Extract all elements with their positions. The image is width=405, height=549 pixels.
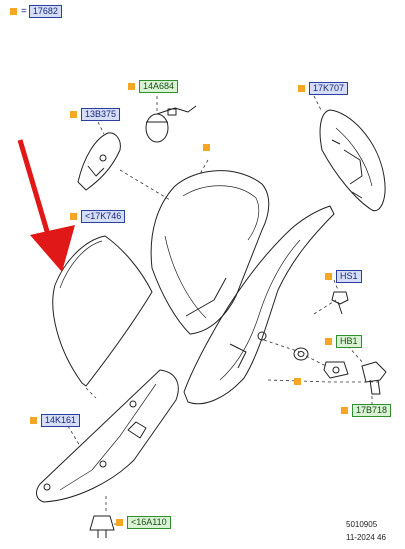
marker-square [70,110,77,118]
marker-square [341,406,348,414]
mirror-glass-part [52,235,153,387]
drawing-date: 11-2024 46 [346,533,386,542]
tag-screw-hs1[interactable]: HS1 [325,269,362,283]
tag-mirror-cap[interactable]: 17K707 [298,81,349,95]
marker-square [294,377,301,385]
legend-tag: = 17682 [10,4,62,18]
part-label: <16A110 [127,515,171,529]
screw-hs1-part [331,291,349,315]
marker-square [128,82,135,90]
part-label: 14K161 [41,413,81,427]
inner-trim-panel [36,369,179,503]
tag-bolt[interactable]: 17B718 [341,403,392,417]
legend-marker-square [10,7,17,15]
washer-part [293,347,309,361]
legend-equals: = [21,5,27,17]
marker-square [325,337,332,345]
adjuster-motor-part [145,105,197,143]
marker-square [116,518,123,526]
small-cover-part [77,132,121,191]
part-label: 17B718 [352,403,392,417]
tag-motor[interactable]: 14A684 [128,79,179,93]
part-label: <17K746 [81,209,126,223]
mirror-housing-part [150,170,270,335]
part-label: HS1 [336,269,362,283]
part-label: 14A684 [139,79,179,93]
tag-panel[interactable]: 14K161 [30,413,81,427]
drawing-number: 5010905 [346,520,378,529]
tag-clip[interactable]: <16A110 [116,515,171,529]
marker-square [30,416,37,424]
part-label: 13B375 [81,107,121,121]
marker-housing [203,141,214,153]
leader-lines [67,95,380,525]
part-label: 17K707 [309,81,349,95]
marker-square [70,212,77,220]
marker-washer [294,375,305,387]
clip-16a110-part [89,515,115,538]
marker-square [203,143,210,151]
marker-square [325,272,332,280]
nut-hb1-part [323,361,349,379]
mirror-cap-part [319,109,386,212]
mirror-base-bracket [183,205,335,405]
legend-code-label: 17682 [28,4,62,18]
marker-square [298,84,305,92]
tag-small-cover[interactable]: 13B375 [70,107,121,121]
red-pointer-arrow [17,139,75,272]
tag-nut-hb1[interactable]: HB1 [325,334,362,348]
tag-mirror-glass[interactable]: <17K746 [70,209,126,223]
bolt-17b718-part [361,361,387,395]
part-label: HB1 [336,334,362,348]
